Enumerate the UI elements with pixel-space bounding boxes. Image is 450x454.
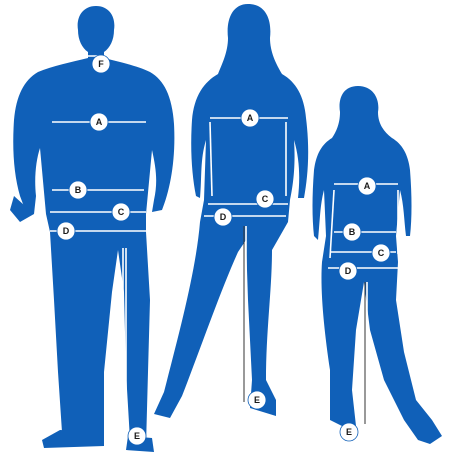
man-label-b: B	[75, 185, 82, 195]
child-figure	[313, 86, 443, 444]
woman-badge-c: C	[256, 190, 274, 208]
child-badge-c: C	[372, 244, 390, 262]
man-badge-b: B	[69, 181, 87, 199]
man-badge-f: F	[92, 55, 110, 73]
woman-label-c: C	[262, 194, 269, 204]
woman-label-e: E	[254, 395, 260, 405]
man-label-e: E	[134, 431, 140, 441]
man-badge-c: C	[112, 203, 130, 221]
man-label-d: D	[63, 226, 70, 236]
child-label-e: E	[346, 427, 352, 437]
man-badge-e: E	[128, 427, 146, 445]
woman-label-a: A	[247, 113, 254, 123]
man-badge-a: A	[90, 113, 108, 131]
woman-badge-e: E	[248, 391, 266, 409]
child-label-d: D	[345, 266, 352, 276]
man-label-f: F	[98, 59, 104, 69]
child-badge-e: E	[340, 423, 358, 441]
child-badge-a: A	[358, 177, 376, 195]
child-badge-b: B	[343, 223, 361, 241]
man-label-a: A	[96, 117, 103, 127]
man-figure	[10, 6, 174, 452]
child-badge-d: D	[339, 262, 357, 280]
man-label-c: C	[118, 207, 125, 217]
woman-badge-d: D	[214, 208, 232, 226]
woman-badge-a: A	[241, 109, 259, 127]
woman-label-d: D	[220, 212, 227, 222]
man-badge-d: D	[57, 222, 75, 240]
child-label-b: B	[349, 227, 356, 237]
child-label-a: A	[364, 181, 371, 191]
woman-figure	[154, 4, 308, 418]
child-label-c: C	[378, 248, 385, 258]
